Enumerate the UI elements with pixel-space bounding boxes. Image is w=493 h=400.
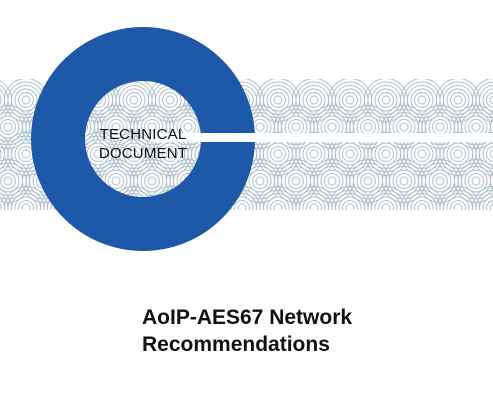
document-title-line-2: Recommendations — [142, 333, 330, 356]
document-title: AoIP-AES67 Network Recommendations — [142, 304, 482, 358]
document-title-line-1: AoIP-AES67 Network — [142, 306, 353, 329]
cover-art — [0, 27, 493, 251]
badge-label-document: DOCUMENT — [98, 145, 188, 162]
ring-gap-bar — [150, 133, 493, 142]
badge-label-technical: TECHNICAL — [99, 126, 187, 143]
